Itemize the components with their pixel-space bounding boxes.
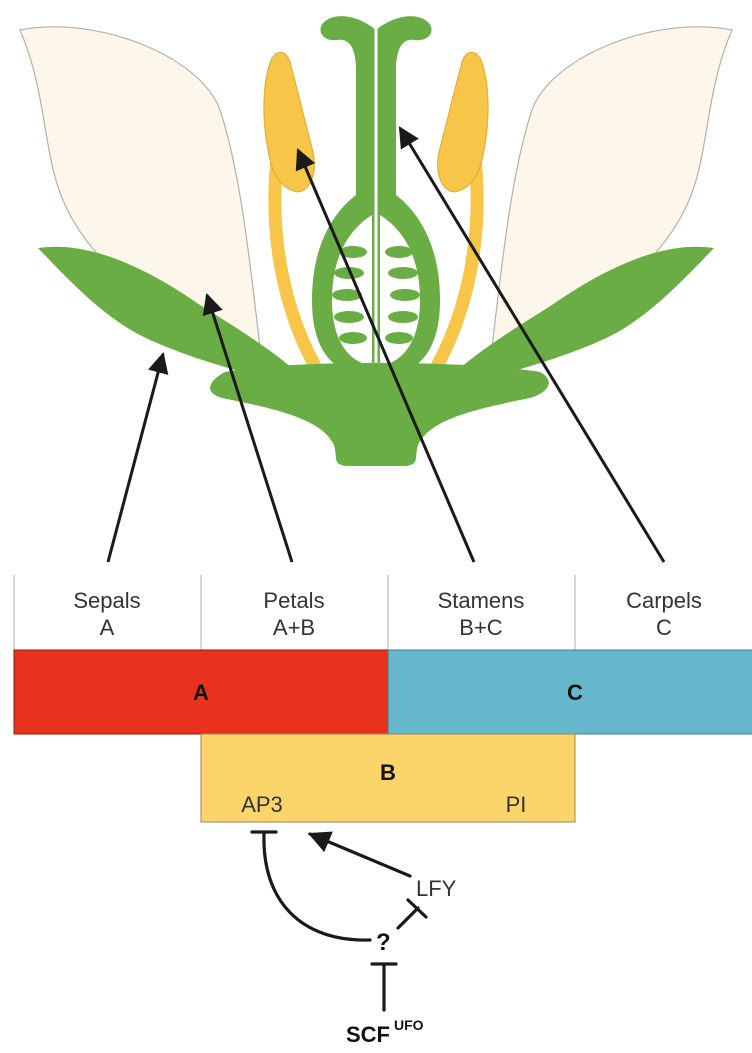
regulatory-network (252, 832, 426, 1010)
stamens-code: B+C (459, 615, 503, 640)
sepals-label: Sepals (73, 588, 140, 613)
ufo-superscript: UFO (394, 1017, 424, 1033)
scf-label: SCF (346, 1022, 390, 1047)
flower-illustration (20, 16, 732, 466)
unknown-inhibits-lfy-line (398, 908, 418, 928)
lfy-label: LFY (416, 876, 457, 901)
carpels-code: C (656, 615, 672, 640)
ap3-gene-label: AP3 (241, 792, 283, 817)
organ-header: Sepals A Petals A+B Stamens B+C Carpels … (14, 575, 702, 650)
sepal-arrow (108, 354, 163, 562)
c-band-label: C (567, 680, 583, 705)
b-band-label: B (380, 760, 396, 785)
lfy-activates-ap3-arrow (310, 834, 410, 876)
carpels-label: Carpels (626, 588, 702, 613)
a-band-label: A (193, 680, 209, 705)
unknown-factor-label: ? (376, 929, 391, 956)
sepals-code: A (100, 615, 115, 640)
abc-bands: A C B AP3 PI (14, 650, 752, 822)
petals-label: Petals (263, 588, 324, 613)
stamens-label: Stamens (438, 588, 525, 613)
pi-gene-label: PI (506, 792, 527, 817)
unknown-inhibits-ap3-line (264, 834, 370, 940)
receptacle (210, 363, 549, 466)
petals-code: A+B (273, 615, 315, 640)
